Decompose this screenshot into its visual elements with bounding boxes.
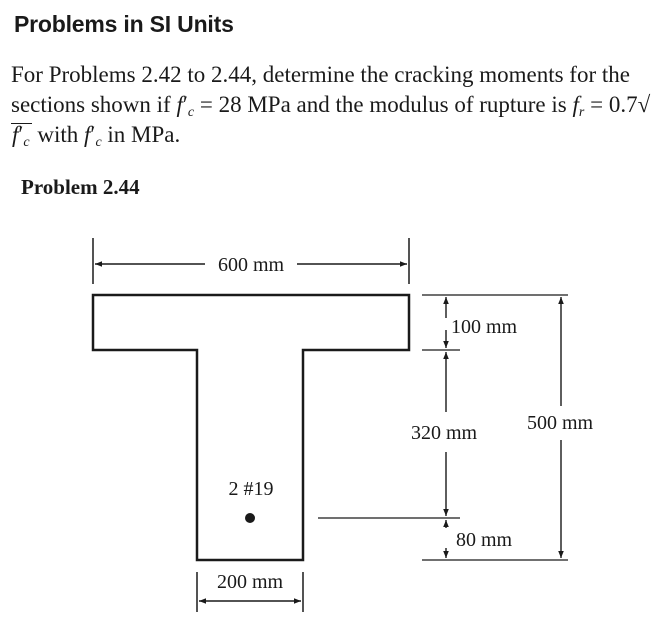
dim-200-label-bg [210,570,292,594]
sqrt-radicand: f′c [11,122,32,150]
section-heading: Problems in SI Units [14,11,234,37]
fr-symbol: f [572,92,579,117]
radicand-prime: ′ [18,122,24,147]
dim-600-mm [92,238,410,284]
t-beam-outline [91,293,411,562]
rebar-label: 2 #19 [229,478,274,500]
radicand-f: f [12,122,19,147]
fc-prime: ′ [182,92,188,117]
with-text: with [31,122,85,147]
dim-100-label: 100 mm [451,316,518,338]
dim-500-label: 500 mm [527,412,594,434]
dim-200-mm [196,572,304,612]
fc-value-text: = 28 MPa and the modulus of rupture is [194,92,567,117]
radicand-sub: c [23,135,30,150]
units-tail-text: in MPa. [101,122,181,147]
fc-prime-2: ′ [90,122,96,147]
fr-subscript: r [578,105,585,120]
dim-600-label: 600 mm [218,254,285,276]
fc-subscript-2: c [95,135,102,150]
dim-200-label: 200 mm [217,571,284,593]
fr-value-text: = 0.7 [584,92,638,117]
intro-text: For Problems 2.42 to 2.44, determine the… [11,62,630,117]
problem-label: Problem 2.44 [21,175,140,199]
fc-symbol: f [176,92,183,117]
rebar-dot [245,513,255,523]
fc-symbol-2: f [84,122,91,147]
fc-subscript: c [187,105,195,120]
sqrt-sign: √ [637,92,651,117]
dim-80-label: 80 mm [456,529,513,551]
dim-320-label: 320 mm [411,422,478,444]
problem-statement: For Problems 2.42 to 2.44, determine the… [11,60,666,150]
